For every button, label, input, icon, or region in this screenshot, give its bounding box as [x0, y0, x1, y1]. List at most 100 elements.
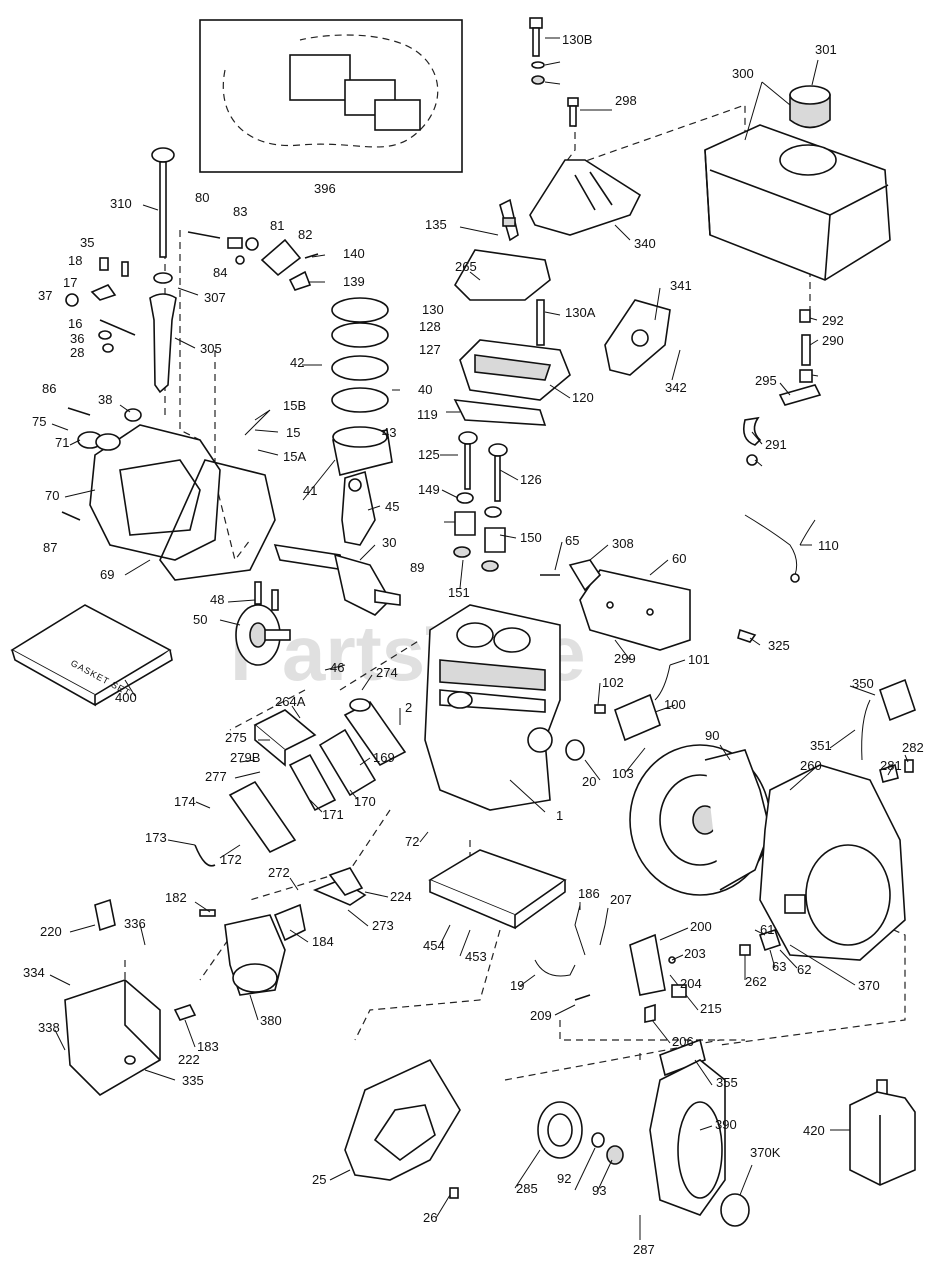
callout-label: 215 — [700, 1001, 722, 1016]
cylinder-block — [424, 604, 585, 811]
callout-label: 126 — [520, 472, 542, 487]
callout-label: 287 — [633, 1242, 655, 1257]
callout-label: 130B — [562, 32, 592, 47]
callout-label: 101 — [688, 652, 710, 667]
callout-label: 139 — [343, 274, 365, 289]
rewind-starter — [649, 1038, 750, 1227]
callout-label: 274 — [376, 665, 398, 680]
callout-label: 38 — [98, 392, 112, 407]
callout-label: 75 — [32, 414, 46, 429]
callout-label: 16 — [68, 316, 82, 331]
callout-label: 125 — [418, 447, 440, 462]
callout-label: 35 — [80, 235, 94, 250]
callout-label: 281 — [880, 758, 902, 773]
callout-label: 36 — [70, 331, 84, 346]
callout-label: 130 — [422, 302, 444, 317]
callout-label: 298 — [615, 93, 637, 108]
callout-label: 290 — [822, 333, 844, 348]
callout-label: 325 — [768, 638, 790, 653]
callout-label: 173 — [145, 830, 167, 845]
callout-label: 86 — [42, 381, 56, 396]
callout-label: 310 — [110, 196, 132, 211]
shroud-25 — [344, 1058, 461, 1199]
callout-label: 301 — [815, 42, 837, 57]
throttle-linkage — [534, 904, 606, 1001]
valves — [458, 431, 508, 502]
callout-label: 292 — [822, 313, 844, 328]
fuel-tank — [704, 124, 891, 281]
callout-label: 62 — [797, 962, 811, 977]
callout-label: 420 — [803, 1123, 825, 1138]
callout-label: 119 — [417, 407, 438, 422]
callout-label: 336 — [124, 916, 146, 931]
intake-gaskets — [194, 698, 407, 867]
fuel-cap — [789, 85, 831, 129]
wiring-harness — [744, 514, 816, 583]
callout-label: 37 — [38, 288, 52, 303]
callout-label: 184 — [312, 934, 334, 949]
ignition-module — [594, 664, 671, 742]
callout-label: 396 — [314, 181, 336, 196]
callout-label: 335 — [182, 1073, 204, 1088]
air-guide-60 — [540, 559, 757, 651]
connecting-rod — [341, 470, 376, 546]
callout-label: 285 — [516, 1181, 538, 1196]
callout-label: 43 — [382, 425, 396, 440]
callout-label: 15A — [283, 449, 306, 464]
callout-label: 18 — [68, 253, 82, 268]
callout-label: 307 — [204, 290, 226, 305]
callout-label: 69 — [100, 567, 114, 582]
callout-label: 25 — [312, 1172, 326, 1187]
dipstick — [149, 147, 177, 394]
callout-label: 400 — [115, 690, 137, 705]
crankcase-cover — [61, 407, 276, 581]
callout-label: 90 — [705, 728, 719, 743]
callout-label: 342 — [665, 380, 687, 395]
callout-label: 300 — [732, 66, 754, 81]
callout-label: 299 — [614, 651, 636, 666]
callout-label: 19 — [510, 978, 524, 993]
callout-label: 222 — [178, 1052, 200, 1067]
callout-label: 295 — [755, 373, 777, 388]
callout-label: 15 — [286, 425, 300, 440]
callout-label: 351 — [810, 738, 832, 753]
callout-label: 355 — [716, 1075, 738, 1090]
callout-label: 209 — [530, 1008, 552, 1023]
callout-label: 453 — [465, 949, 487, 964]
callout-label: 277 — [205, 769, 227, 784]
blower-housing — [759, 764, 906, 961]
callout-label: 100 — [664, 697, 686, 712]
callout-label: 120 — [572, 390, 594, 405]
base-plate — [428, 849, 567, 930]
callout-labels: 1 2 19 20 25 26 28 30 35 36 37 38 40 41 … — [23, 32, 924, 1257]
mounting-bracket-340 — [529, 159, 642, 236]
callout-label: 70 — [45, 488, 59, 503]
control-bracket — [629, 928, 782, 1023]
callout-label: 340 — [634, 236, 656, 251]
callout-label: 262 — [745, 974, 767, 989]
callout-label: 308 — [612, 536, 634, 551]
bolts-top — [529, 17, 579, 127]
callout-label: 87 — [43, 540, 57, 555]
callout-label: 200 — [690, 919, 712, 934]
callout-label: 50 — [193, 612, 207, 627]
callout-label: 46 — [330, 660, 344, 675]
callout-label: 169 — [373, 750, 395, 765]
callout-label: 65 — [565, 533, 579, 548]
air-cleaner — [64, 898, 197, 1097]
callout-label: 61 — [760, 922, 774, 937]
callout-label: 92 — [557, 1171, 571, 1186]
callout-label: 186 — [578, 886, 600, 901]
carburetor — [199, 867, 367, 996]
callout-label: 273 — [372, 918, 394, 933]
oil-bottle — [849, 1079, 916, 1186]
callout-label: 20 — [582, 774, 596, 789]
governor-lever-parts — [65, 257, 136, 353]
callout-label: 172 — [220, 852, 242, 867]
callout-label: 71 — [55, 435, 69, 450]
callout-label: 60 — [672, 551, 686, 566]
callout-label: 149 — [418, 482, 440, 497]
wiring-inset-box — [199, 19, 463, 173]
callout-label: 150 — [520, 530, 542, 545]
callout-label: 183 — [197, 1039, 219, 1054]
